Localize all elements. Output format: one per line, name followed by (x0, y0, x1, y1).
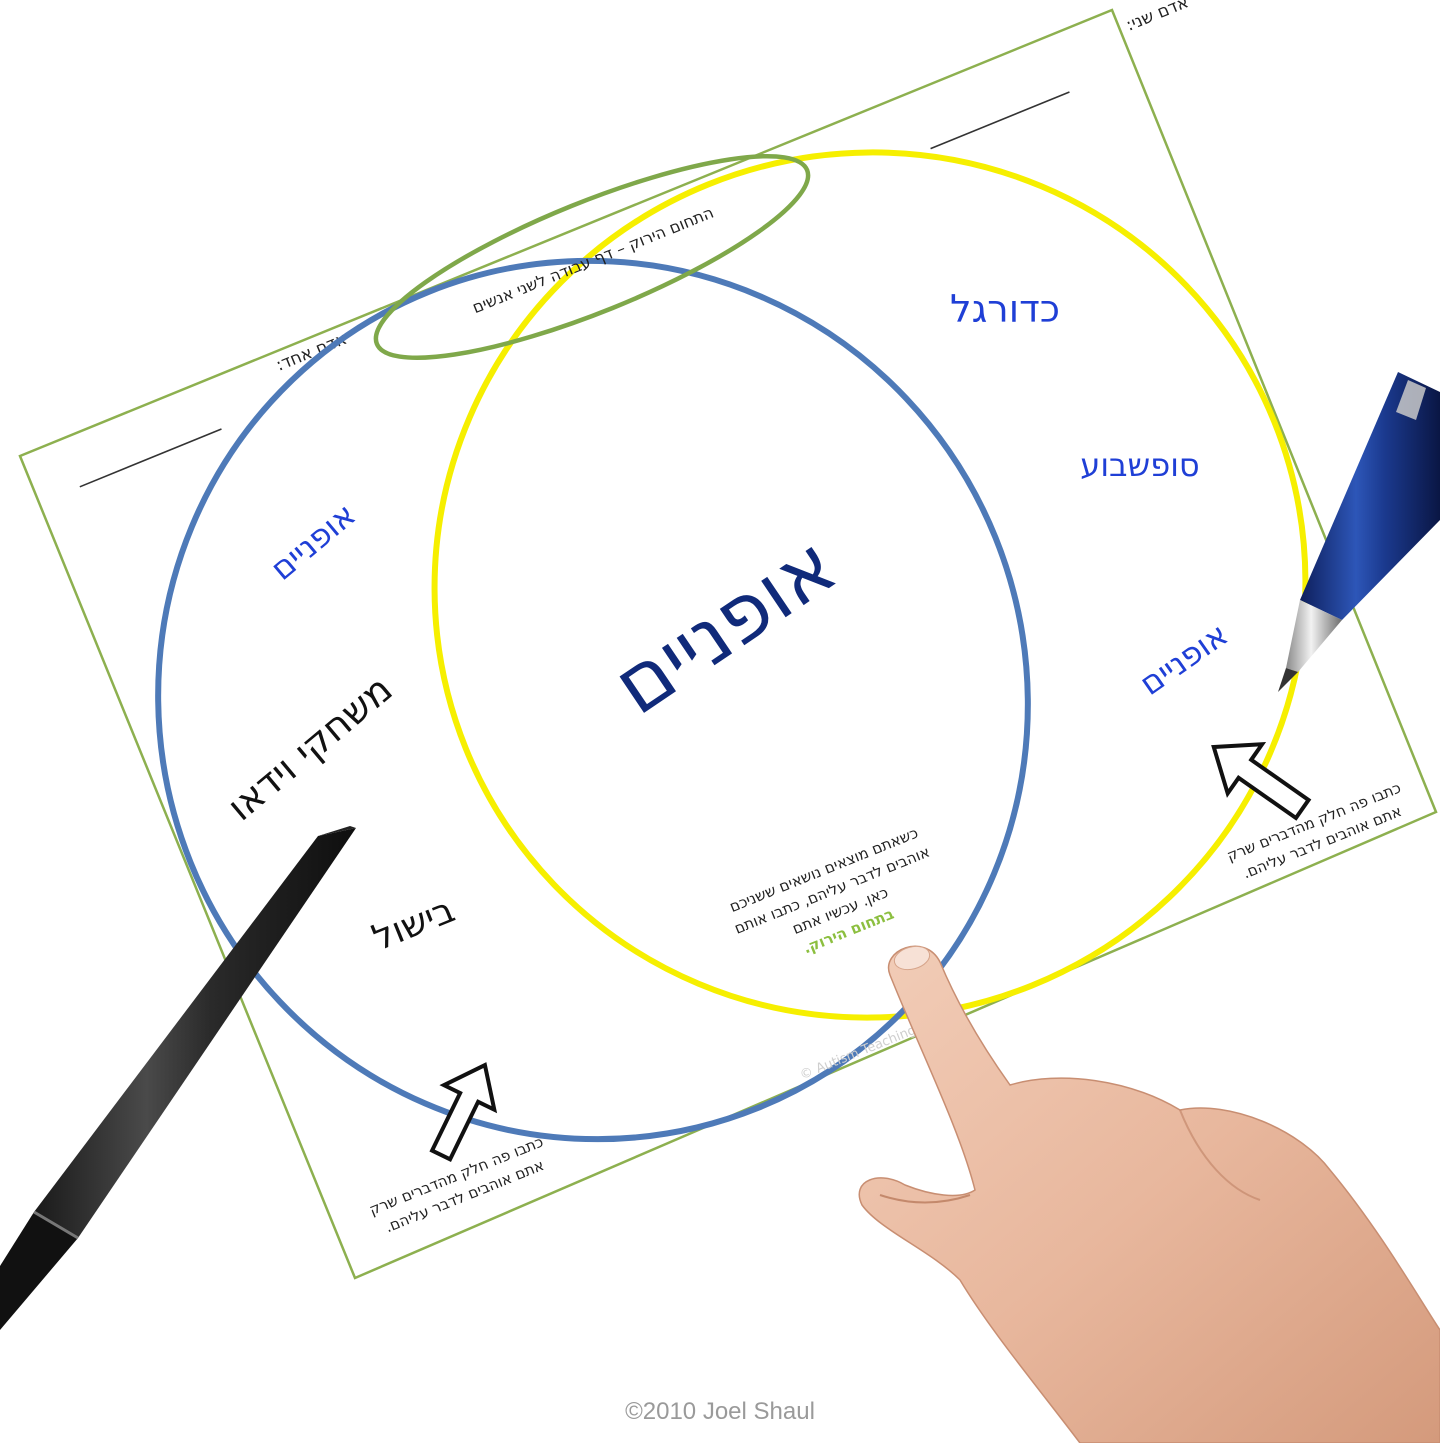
hand-palm-and-finger (858, 945, 1440, 1443)
blue-pen (1278, 372, 1440, 692)
person-two-line (930, 91, 1070, 150)
black-pen-band (33, 1210, 79, 1240)
blue-pen-band (1396, 380, 1426, 420)
knuckle-crease (1179, 1109, 1261, 1201)
right-arrow (1211, 742, 1312, 821)
black-pen-tip (318, 826, 356, 836)
person-one-line (79, 428, 222, 488)
yellow-circle (431, 149, 1309, 1021)
pointing-hand (858, 945, 1440, 1443)
copyright-notice: ©2010 Joel Shaul (625, 1398, 815, 1425)
fingernail (893, 945, 931, 971)
left-arrow (429, 1062, 498, 1162)
right-item-weekend: סופשבוע (1080, 446, 1199, 484)
thumb-crease (879, 1194, 971, 1204)
blue-pen-point (1278, 668, 1298, 692)
person-two-label: אדם שני: (1123, 0, 1191, 36)
blue-pen-chrome-tip (1286, 600, 1342, 672)
blue-circle (155, 257, 1031, 1143)
green-title-ellipse (373, 153, 811, 361)
blue-pen-body (1300, 372, 1440, 620)
black-pen-grip (0, 1212, 78, 1330)
black-pen (0, 826, 356, 1330)
black-pen-body (34, 828, 356, 1238)
right-item-football: כדורגל (950, 287, 1060, 331)
